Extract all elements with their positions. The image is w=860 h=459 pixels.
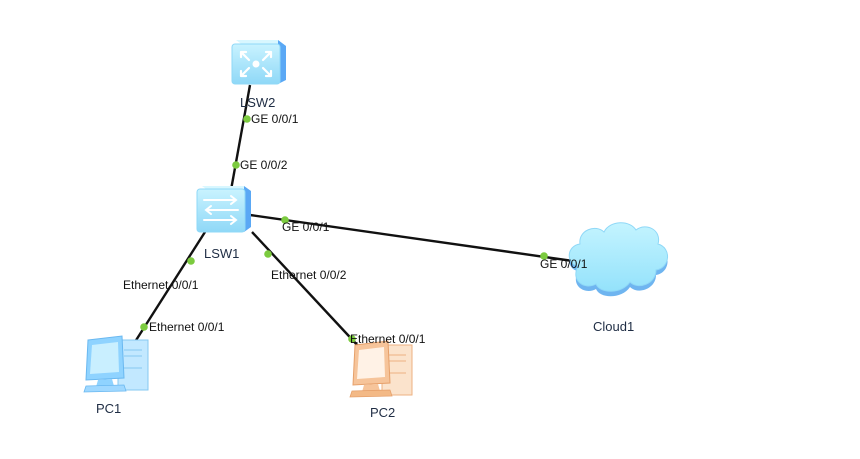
port-dot-lsw1-eth002[interactable] [264, 250, 272, 258]
port-dot-lsw1-ge002[interactable] [232, 161, 240, 169]
device-label: LSW2 [240, 95, 275, 110]
device-lsw1[interactable]: LSW1 [196, 186, 251, 261]
pc-icon [83, 335, 149, 393]
port-dots [140, 115, 548, 343]
device-label: LSW1 [204, 246, 239, 261]
port-dot-pc2-eth001[interactable] [348, 335, 356, 343]
port-dot-lsw2-ge001[interactable] [243, 115, 251, 123]
cloud-icon [568, 222, 668, 297]
port-label-pc1: Ethernet 0/0/1 [149, 320, 225, 334]
port-label-lsw1-uplink: GE 0/0/2 [240, 158, 288, 172]
pc-icon [349, 340, 413, 398]
port-labels: GE 0/0/1 GE 0/0/2 GE 0/0/1 GE 0/0/1 Ethe… [123, 112, 588, 346]
core-switch-icon [231, 40, 286, 85]
port-label-lsw1-cloud: GE 0/0/1 [282, 220, 330, 234]
port-label-lsw1-pc2: Ethernet 0/0/2 [271, 268, 347, 282]
switch-icon [196, 186, 251, 233]
device-pc2[interactable]: PC2 [349, 340, 413, 420]
device-label: PC1 [96, 401, 121, 416]
link-lsw2-lsw1[interactable] [229, 84, 252, 191]
port-label-lsw2: GE 0/0/1 [251, 112, 299, 126]
port-label-pc2: Ethernet 0/0/1 [350, 332, 426, 346]
device-label: Cloud1 [593, 319, 634, 334]
link-lsw1-cloud1[interactable] [249, 213, 581, 264]
device-lsw2[interactable]: LSW2 [231, 40, 286, 110]
link-lsw1-pc2[interactable] [251, 231, 361, 349]
port-dot-cloud1-ge001[interactable] [540, 252, 548, 260]
port-label-cloud1: GE 0/0/1 [540, 257, 588, 271]
port-dot-pc1-eth001[interactable] [140, 323, 148, 331]
port-label-lsw1-pc1: Ethernet 0/0/1 [123, 278, 199, 292]
port-dot-lsw1-eth001[interactable] [187, 257, 195, 265]
device-cloud1[interactable]: Cloud1 [568, 222, 668, 334]
port-dot-lsw1-ge001[interactable] [281, 216, 289, 224]
device-label: PC2 [370, 405, 395, 420]
device-pc1[interactable]: PC1 [83, 335, 149, 416]
